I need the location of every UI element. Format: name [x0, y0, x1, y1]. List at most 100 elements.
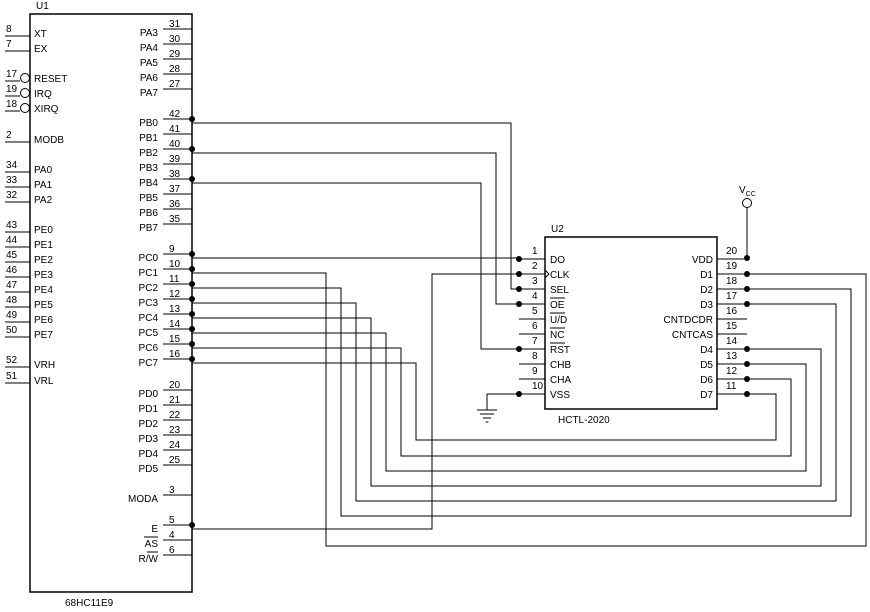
pin-number: 16	[726, 306, 738, 317]
pin-number: 6	[169, 545, 175, 556]
pin-name: PB7	[139, 223, 158, 234]
pin-number: 18	[6, 99, 18, 110]
pin-number: 48	[6, 295, 18, 306]
pin-name: PE4	[34, 285, 53, 296]
wire-pb4-u2-7	[192, 182, 519, 350]
pin-number: 41	[169, 124, 181, 135]
pin-name: PE3	[34, 270, 53, 281]
pin-number: 20	[169, 380, 181, 391]
pin-name: PB6	[139, 208, 158, 219]
pin-name: PA1	[34, 180, 53, 191]
junction-dot	[189, 116, 195, 122]
pin-name: XT	[34, 29, 47, 40]
pin-name: R/W	[139, 554, 159, 565]
pin-name: PC7	[139, 358, 159, 369]
wire-pc4-d4	[192, 317, 822, 487]
pin-name: PE5	[34, 300, 53, 311]
pin-name: PA0	[34, 165, 53, 176]
pin-number: 8	[6, 24, 12, 35]
pin-name: PE2	[34, 255, 53, 266]
wire-pc3-d3	[192, 302, 837, 502]
pin-name: CNTDCDR	[664, 315, 713, 326]
pin-name: MODA	[128, 494, 158, 505]
pin-name: PC5	[139, 328, 159, 339]
pin-name: RST	[550, 345, 570, 356]
pin-number: 1	[532, 246, 538, 257]
pin-name: PB4	[139, 178, 158, 189]
vcc-supply: VCC	[739, 185, 756, 261]
pin-number: 14	[169, 319, 181, 330]
wire-pc5-d5	[192, 332, 807, 472]
pin-number: 50	[6, 325, 18, 336]
pin-number: 47	[6, 280, 18, 291]
pin-number: 38	[169, 169, 181, 180]
pin-name: D3	[700, 300, 713, 311]
pin-number: 32	[6, 190, 18, 201]
vcc-label: VCC	[739, 185, 756, 198]
pin-number: 37	[169, 184, 181, 195]
u1-pin-vrh: 52 VRH	[5, 355, 55, 371]
pin-name: PD3	[139, 434, 159, 445]
pin-name: PC4	[139, 313, 159, 324]
pin-name: PC2	[139, 283, 159, 294]
u1-pin-as: 4AS	[144, 530, 192, 550]
pin-number: 11	[726, 381, 737, 392]
pin-number: 17	[6, 69, 18, 80]
junction-dot	[189, 356, 195, 362]
pin-number: 52	[6, 355, 18, 366]
pin-name: EX	[34, 44, 48, 55]
pin-name: D1	[700, 270, 713, 281]
pin-name: PB0	[139, 118, 158, 129]
pin-number: 19	[726, 261, 738, 272]
wire-pc2-d2	[192, 287, 852, 517]
u1-body	[29, 13, 193, 593]
pin-name: PA6	[140, 73, 159, 84]
wire-pc1-d1	[192, 272, 867, 547]
ground-symbol	[477, 393, 519, 423]
pin-number: 4	[532, 291, 538, 302]
pin-number: 35	[169, 214, 181, 225]
pin-name: PE6	[34, 315, 53, 326]
clock-edge-marker	[544, 269, 550, 279]
junction-dot	[189, 341, 195, 347]
pin-name: PD2	[139, 419, 159, 430]
pin-name: PC3	[139, 298, 159, 309]
pin-name: PA3	[140, 28, 159, 39]
pin-number: 23	[169, 425, 181, 436]
pin-name: U/D	[550, 315, 567, 326]
inversion-bubble	[20, 103, 30, 113]
pin-number: 27	[169, 79, 181, 90]
pin-number: 16	[169, 349, 181, 360]
pin-number: 29	[169, 49, 181, 60]
u1-part: 68HC11E9	[65, 598, 114, 609]
pin-name: VRH	[34, 360, 55, 371]
u1-pin-e: 5E	[151, 515, 195, 535]
pin-number: 28	[169, 64, 181, 75]
u1-pin-pe5: 48 PE5	[5, 295, 53, 311]
pin-name: PB2	[139, 148, 158, 159]
pin-number: 5	[169, 515, 175, 526]
pin-number: 42	[169, 109, 181, 120]
interconnect-wires	[192, 122, 867, 547]
pin-name: PE1	[34, 240, 53, 251]
pin-number: 43	[6, 220, 18, 231]
pin-name: DO	[550, 255, 565, 266]
u2-body	[544, 236, 718, 410]
pin-name: PE7	[34, 330, 53, 341]
